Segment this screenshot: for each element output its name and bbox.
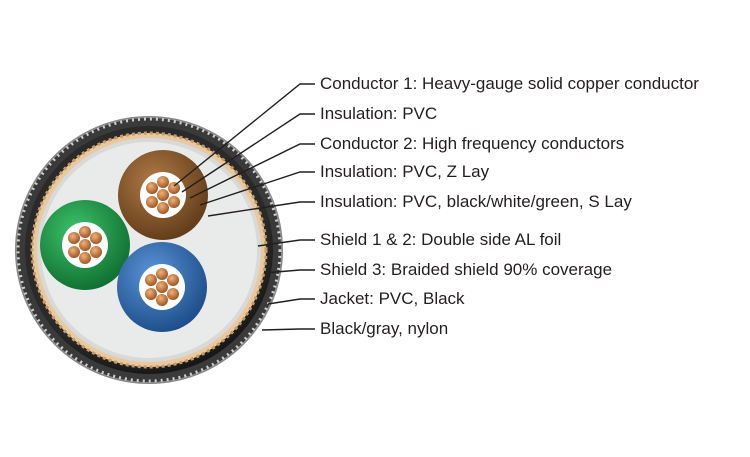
label-jacket: Jacket: PVC, Black — [320, 289, 465, 308]
label-conductor-1: Conductor 1: Heavy-gauge solid copper co… — [320, 74, 699, 93]
label-conductor-2: Conductor 2: High frequency conductors — [320, 134, 625, 153]
leader-lines — [173, 83, 315, 331]
blue-conductor-group — [117, 242, 207, 332]
copper-strands-blue — [145, 268, 179, 306]
leader-line-3 — [189, 143, 315, 199]
leader-line-1 — [173, 83, 315, 187]
label-insulation-pvc: Insulation: PVC — [320, 104, 438, 123]
label-nylon: Black/gray, nylon — [320, 319, 449, 338]
label-shield-3: Shield 3: Braided shield 90% coverage — [320, 260, 613, 279]
brown-conductor-group — [118, 150, 208, 240]
leader-line-4 — [199, 171, 315, 206]
leader-line-6 — [257, 239, 315, 247]
label-shield-1-2: Shield 1 & 2: Double side AL foil — [320, 230, 562, 249]
leader-line-7 — [263, 269, 315, 274]
green-conductor-group — [40, 200, 130, 290]
label-insulation-s-lay: Insulation: PVC, black/white/green, S La… — [320, 192, 632, 211]
copper-strands-green — [68, 226, 102, 264]
label-insulation-z-lay: Insulation: PVC, Z Lay — [320, 162, 490, 181]
leader-line-2 — [181, 113, 315, 193]
leader-line-9 — [261, 328, 315, 331]
leader-line-5 — [207, 201, 315, 217]
leader-line-8 — [267, 298, 315, 305]
copper-strands-brown — [146, 176, 180, 214]
